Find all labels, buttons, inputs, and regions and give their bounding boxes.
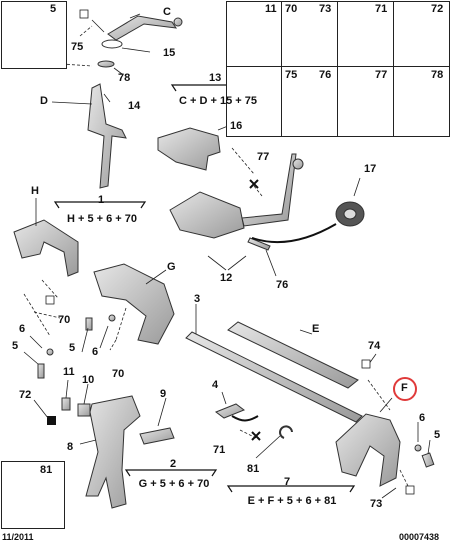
- callout-76: 76: [276, 279, 289, 291]
- box-77-label: 77: [375, 69, 388, 81]
- shaft-3-drawing: [185, 331, 363, 423]
- callout-F: F: [401, 382, 408, 394]
- fork-G-drawing: [93, 263, 175, 345]
- callout-16: 16: [230, 120, 243, 132]
- callout-73: 73: [370, 498, 383, 510]
- callout-6b: 6: [92, 346, 99, 358]
- box-11-label: 11: [265, 3, 277, 15]
- marker-72-square: [47, 416, 56, 425]
- callout-5c: 5: [434, 429, 441, 441]
- rod-D-drawing: [87, 83, 127, 189]
- clip-4-drawing: [214, 403, 246, 419]
- ball-6a-drawing: [46, 348, 54, 356]
- callout-81: 81: [247, 463, 260, 475]
- callout-H: H: [31, 185, 39, 197]
- box-5-label: 5: [50, 3, 57, 15]
- callout-75: 75: [71, 41, 84, 53]
- spring-5a-drawing: [37, 363, 45, 379]
- callout-8: 8: [67, 441, 74, 453]
- spring-5c-drawing: [421, 452, 435, 468]
- callout-2: 2: [170, 458, 177, 470]
- callout-17: 17: [364, 163, 377, 175]
- box-75-label: 75: [285, 69, 298, 81]
- selector-mechanism-drawing: [169, 153, 304, 251]
- footer-reference: 00007438: [399, 532, 440, 542]
- inset-box-81: [1, 461, 65, 529]
- callout-G: G: [167, 261, 176, 273]
- callout-10: 10: [82, 374, 95, 386]
- lever-8-drawing: [85, 395, 141, 509]
- ball-6b-drawing: [108, 314, 116, 322]
- callout-15: 15: [163, 47, 176, 59]
- inset-box-5: [1, 1, 67, 69]
- box-81-label: 81: [40, 464, 53, 476]
- bracket-16-drawing: [157, 127, 221, 171]
- spring-5b-drawing: [85, 317, 93, 331]
- formula-2: G + 5 + 6 + 70: [138, 478, 210, 490]
- callout-6a: 6: [19, 323, 26, 335]
- washer-78b-drawing: [97, 60, 115, 68]
- fork-F-drawing: [335, 413, 401, 487]
- callout-7: 7: [284, 476, 291, 488]
- callout-78: 78: [118, 72, 131, 84]
- shaft-E-drawing: [227, 321, 359, 389]
- callout-71: 71: [213, 444, 226, 456]
- footer-date: 11/2011: [2, 532, 34, 542]
- inset-grid-box: [226, 1, 450, 137]
- lever-C-drawing: [107, 15, 178, 41]
- grid-divider-v3: [393, 1, 394, 136]
- callout-C: C: [163, 6, 171, 18]
- formula-7: E + F + 5 + 6 + 81: [247, 495, 337, 507]
- box-70-label: 70: [285, 3, 298, 15]
- callout-4: 4: [212, 379, 219, 391]
- grid-divider-v1: [281, 1, 282, 136]
- callout-5a: 5: [12, 340, 19, 352]
- box-72-label: 72: [431, 3, 444, 15]
- highlight-circle: [393, 377, 417, 401]
- callout-3: 3: [194, 293, 201, 305]
- part-11-drawing: [61, 397, 71, 411]
- callout-13: 13: [209, 72, 222, 84]
- grid-divider-v2: [337, 1, 338, 136]
- seal-17-drawing: [335, 201, 365, 227]
- ring-81-drawing: [279, 425, 293, 439]
- box-76-label: 76: [319, 69, 332, 81]
- callout-5b: 5: [69, 342, 76, 354]
- pin-9-drawing: [139, 427, 175, 445]
- callout-D: D: [40, 95, 48, 107]
- callout-70a: 70: [58, 314, 71, 326]
- fork-H-drawing: [13, 219, 79, 277]
- formula-1: H + 5 + 6 + 70: [66, 213, 138, 225]
- callout-74: 74: [368, 340, 381, 352]
- callout-70b: 70: [112, 368, 125, 380]
- callout-11: 11: [63, 366, 75, 378]
- box-71-label: 71: [375, 3, 388, 15]
- ball-6c-drawing: [414, 444, 422, 452]
- callout-12: 12: [220, 272, 233, 284]
- callout-1: 1: [98, 194, 105, 206]
- box-78-label: 78: [431, 69, 444, 81]
- callout-77: 77: [257, 151, 270, 163]
- clip-15-drawing: [101, 39, 123, 49]
- box-73-label: 73: [319, 3, 332, 15]
- callout-E: E: [312, 323, 320, 335]
- callout-9: 9: [160, 388, 167, 400]
- formula-13: C + D + 15 + 75: [179, 95, 257, 107]
- part-10-drawing: [77, 403, 91, 417]
- callout-6c: 6: [419, 412, 426, 424]
- callout-14: 14: [128, 100, 141, 112]
- callout-72: 72: [19, 389, 32, 401]
